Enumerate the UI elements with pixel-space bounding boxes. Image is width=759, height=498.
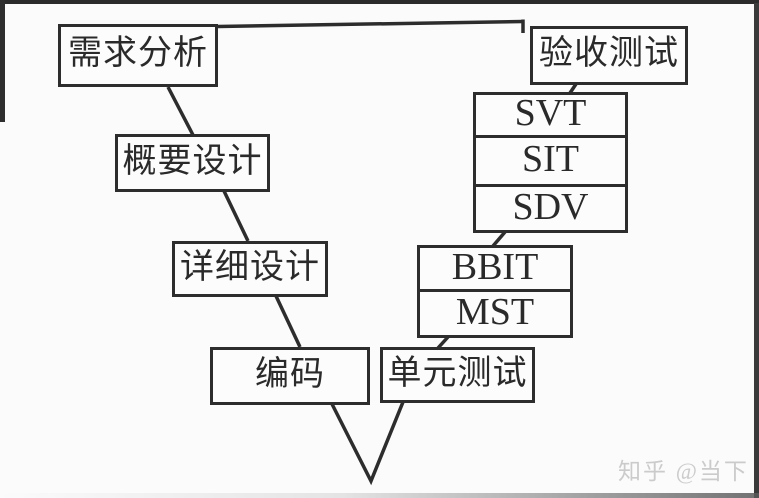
node-unit-test: 单元测试	[380, 347, 535, 403]
photo-edge-left	[0, 0, 5, 122]
photo-edge-bottom	[0, 493, 759, 498]
edge-requirements-to-hld	[166, 86, 195, 136]
photo-edge-right	[754, 3, 759, 498]
zhihu-watermark: 知乎 @当下	[618, 459, 749, 484]
edge-hld-to-lld	[222, 190, 250, 242]
edge-requirements-to-acceptance	[217, 19, 524, 29]
node-detailed-design: 详细设计	[172, 241, 328, 297]
edge-acceptance-to-svt	[568, 83, 578, 94]
node-svt: SVT	[473, 92, 628, 138]
edge-mst-to-unittest	[436, 335, 450, 350]
node-high-level-design: 概要设计	[115, 134, 270, 192]
edge-v-vertex	[330, 401, 405, 486]
node-requirements-analysis: 需求分析	[58, 24, 218, 87]
node-sdv: SDV	[473, 187, 628, 233]
edge-lld-to-coding	[274, 295, 302, 348]
node-coding: 编码	[210, 347, 370, 405]
edge-sdv-to-bbit	[491, 230, 507, 248]
node-sit: SIT	[473, 138, 628, 187]
node-mst: MST	[417, 292, 573, 338]
node-bbit: BBIT	[417, 245, 573, 292]
photo-edge-top	[0, 0, 759, 4]
node-acceptance-test: 验收测试	[530, 26, 688, 85]
